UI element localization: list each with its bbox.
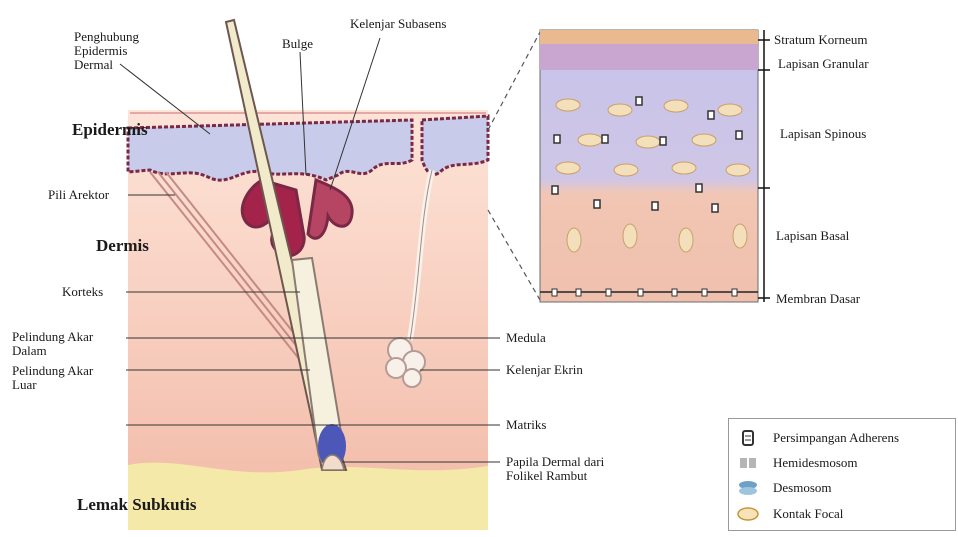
- label-sebaceous-gland: Kelenjar Subasens: [350, 17, 446, 31]
- label-medulla: Medula: [506, 331, 546, 345]
- label-basement-membrane: Membran Dasar: [776, 292, 860, 306]
- label-inner-root-sheath: Pelindung Akar Dalam: [12, 330, 93, 358]
- label-epidermis: Epidermis: [72, 120, 148, 139]
- legend-item-hemidesmosome: Hemidesmosom: [737, 452, 858, 474]
- skin-block: [128, 20, 488, 530]
- label-eccrine-gland: Kelenjar Ekrin: [506, 363, 583, 377]
- legend-box: Persimpangan Adherens Hemidesmosom Desmo…: [728, 418, 956, 531]
- focal-contact-icon: [737, 505, 759, 523]
- legend-item-desmosome: Desmosom: [737, 477, 832, 499]
- legend-item-adherens: Persimpangan Adherens: [737, 427, 899, 449]
- adherens-junction-icon: [737, 429, 759, 447]
- label-stratum-corneum: Stratum Korneum: [774, 33, 868, 47]
- label-arrector-pili: Pili Arektor: [48, 188, 109, 202]
- stratum-corneum-strip: [540, 30, 758, 44]
- legend-label: Persimpangan Adherens: [773, 430, 899, 446]
- legend-label: Hemidesmosom: [773, 455, 858, 471]
- desmosome-icon: [737, 479, 759, 497]
- label-bulge: Bulge: [282, 37, 313, 51]
- label-basal-layer: Lapisan Basal: [776, 229, 849, 243]
- layer-bracket: [758, 30, 770, 302]
- granular-layer-band: [540, 44, 758, 70]
- label-spinous-layer: Lapisan Spinous: [780, 127, 866, 141]
- label-subcutaneous-fat: Lemak Subkutis: [77, 495, 197, 514]
- label-dermal-papilla: Papila Dermal dari Folikel Rambut: [506, 455, 604, 483]
- hemidesmosome-icon: [737, 454, 759, 472]
- zoom-projection-lines: [488, 32, 540, 300]
- legend-label: Kontak Focal: [773, 506, 843, 522]
- label-outer-root-sheath: Pelindung Akar Luar: [12, 364, 93, 392]
- label-cortex: Korteks: [62, 285, 103, 299]
- label-matrix: Matriks: [506, 418, 546, 432]
- label-granular-layer: Lapisan Granular: [778, 57, 869, 71]
- legend-label: Desmosom: [773, 480, 832, 496]
- label-epidermal-dermal-junction: Penghubung Epidermis Dermal: [74, 30, 139, 72]
- legend-item-focal-contact: Kontak Focal: [737, 503, 843, 525]
- label-dermis: Dermis: [96, 236, 149, 255]
- epidermal-cell-detail: [540, 30, 758, 302]
